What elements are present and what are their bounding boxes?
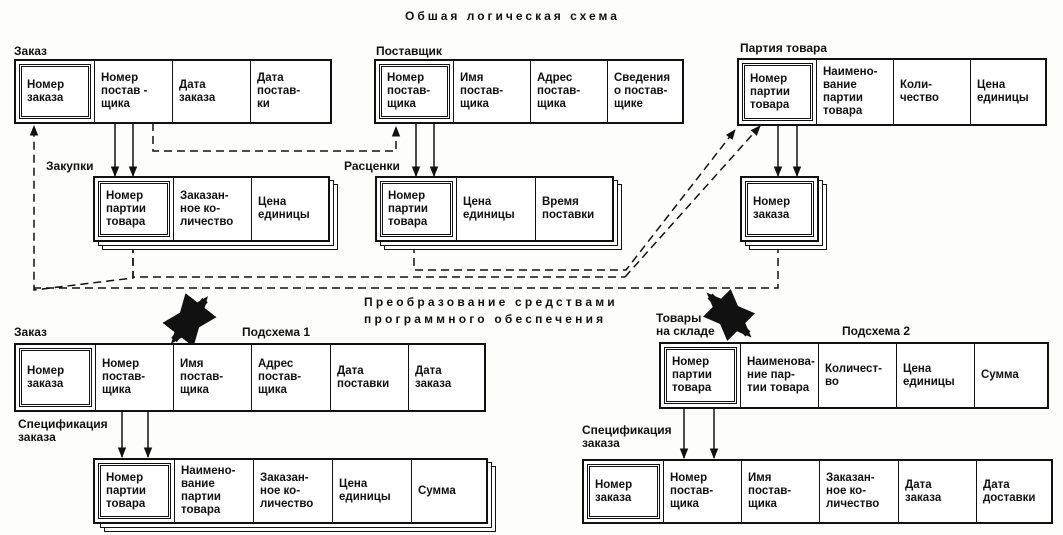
record-partiya-zakazy: Номер заказа [740,176,819,242]
record-label-sub2-tovary: Товары на складе [656,311,715,338]
record-label-sub2-spec: Спецификация заказа [582,423,672,450]
record-field: Заказан- ное ко- личество [819,461,898,522]
record-field: Сведения о постав- щике [607,61,682,122]
record-field: Номер постав- щика [663,461,741,522]
record-field: Адрес постав- щика [251,345,330,410]
record-field: Заказан- ное ко- личество [173,178,251,240]
transform-arrow-left [162,293,217,347]
record-field: Коли- чество [893,60,970,124]
record-field: Дата заказа [172,61,250,122]
key-field: Номер постав- щика [379,64,450,119]
record-field: Цена единицы [970,60,1045,124]
record-field: Дата поставки [330,345,408,410]
record-field: Цена единицы [896,344,974,407]
record-field: Количест- во [818,344,896,407]
key-field: Номер заказа [587,464,660,519]
record-field: Наименова- ние пар- тии товара [740,344,818,407]
key-field: Номер заказа [745,181,814,237]
key-field: Номер партии товара [98,463,171,519]
subschema-1-label: Подсхема 1 [242,325,311,339]
transformation-caption-line-1: Преобразование средствами [364,295,618,309]
record-field: Имя постав- щика [741,461,819,522]
record-label-sub1-zakaz: Заказ [14,325,47,339]
pointer-zakupki-to-partiya [624,125,761,278]
record-field: Дата доставки [976,461,1051,522]
transform-arrow-right [702,288,756,342]
record-field: Номер постав - щика [94,61,172,122]
pointer-zakupki-to-zakaz-line [132,245,625,278]
key-field: Номер заказа [19,64,91,119]
record-field: Имя постав- щика [173,345,251,410]
record-field: Дата заказа [408,345,484,410]
record-field: Наимено- вание партии товара [174,460,253,522]
key-field: Номер партии товара [380,181,453,237]
key-field: Номер партии товара [664,347,737,404]
record-field: Наимено- вание партии товара [816,60,893,124]
key-field: Номер заказа [19,348,92,407]
record-field: Адрес постав- щика [530,61,607,122]
record-field: Сумма [411,460,486,522]
pointer-zakaz-to-postavshchik [152,123,401,152]
record-field: Дата постав- ки [250,61,330,122]
record-field: Цена единицы [456,178,535,240]
record-field: Цена единицы [251,178,328,240]
record-label-rascenki: Расценки [344,159,400,173]
record-label-partiya: Партия товара [740,41,828,55]
key-field: Номер партии товара [742,63,813,121]
record-field: Имя постав- щика [453,61,530,122]
pointer-zakazy-to-zakaz [34,245,779,289]
pointer-rascenki-to-partiya [413,129,736,271]
record-field: Сумма [974,344,1047,407]
key-field: Номер партии товара [98,181,170,237]
diagram-title: Обшая логическая схема [405,9,620,23]
record-field: Заказан- ное ко- личество [253,460,332,522]
record-label-zakupki: Закупки [46,159,94,173]
record-field: Цена единицы [332,460,411,522]
subschema-2-label: Подсхема 2 [842,324,911,338]
record-label-sub1-spec: Спецификация заказа [18,417,108,444]
record-field: Номер постав- щика [95,345,173,410]
transformation-caption-line-2: программного обеспечения [364,312,607,326]
record-label-postavshchik: Поставщик [376,44,442,58]
record-label-zakaz: Заказ [14,44,47,58]
record-field: Время поставки [535,178,612,240]
record-field: Дата заказа [898,461,976,522]
